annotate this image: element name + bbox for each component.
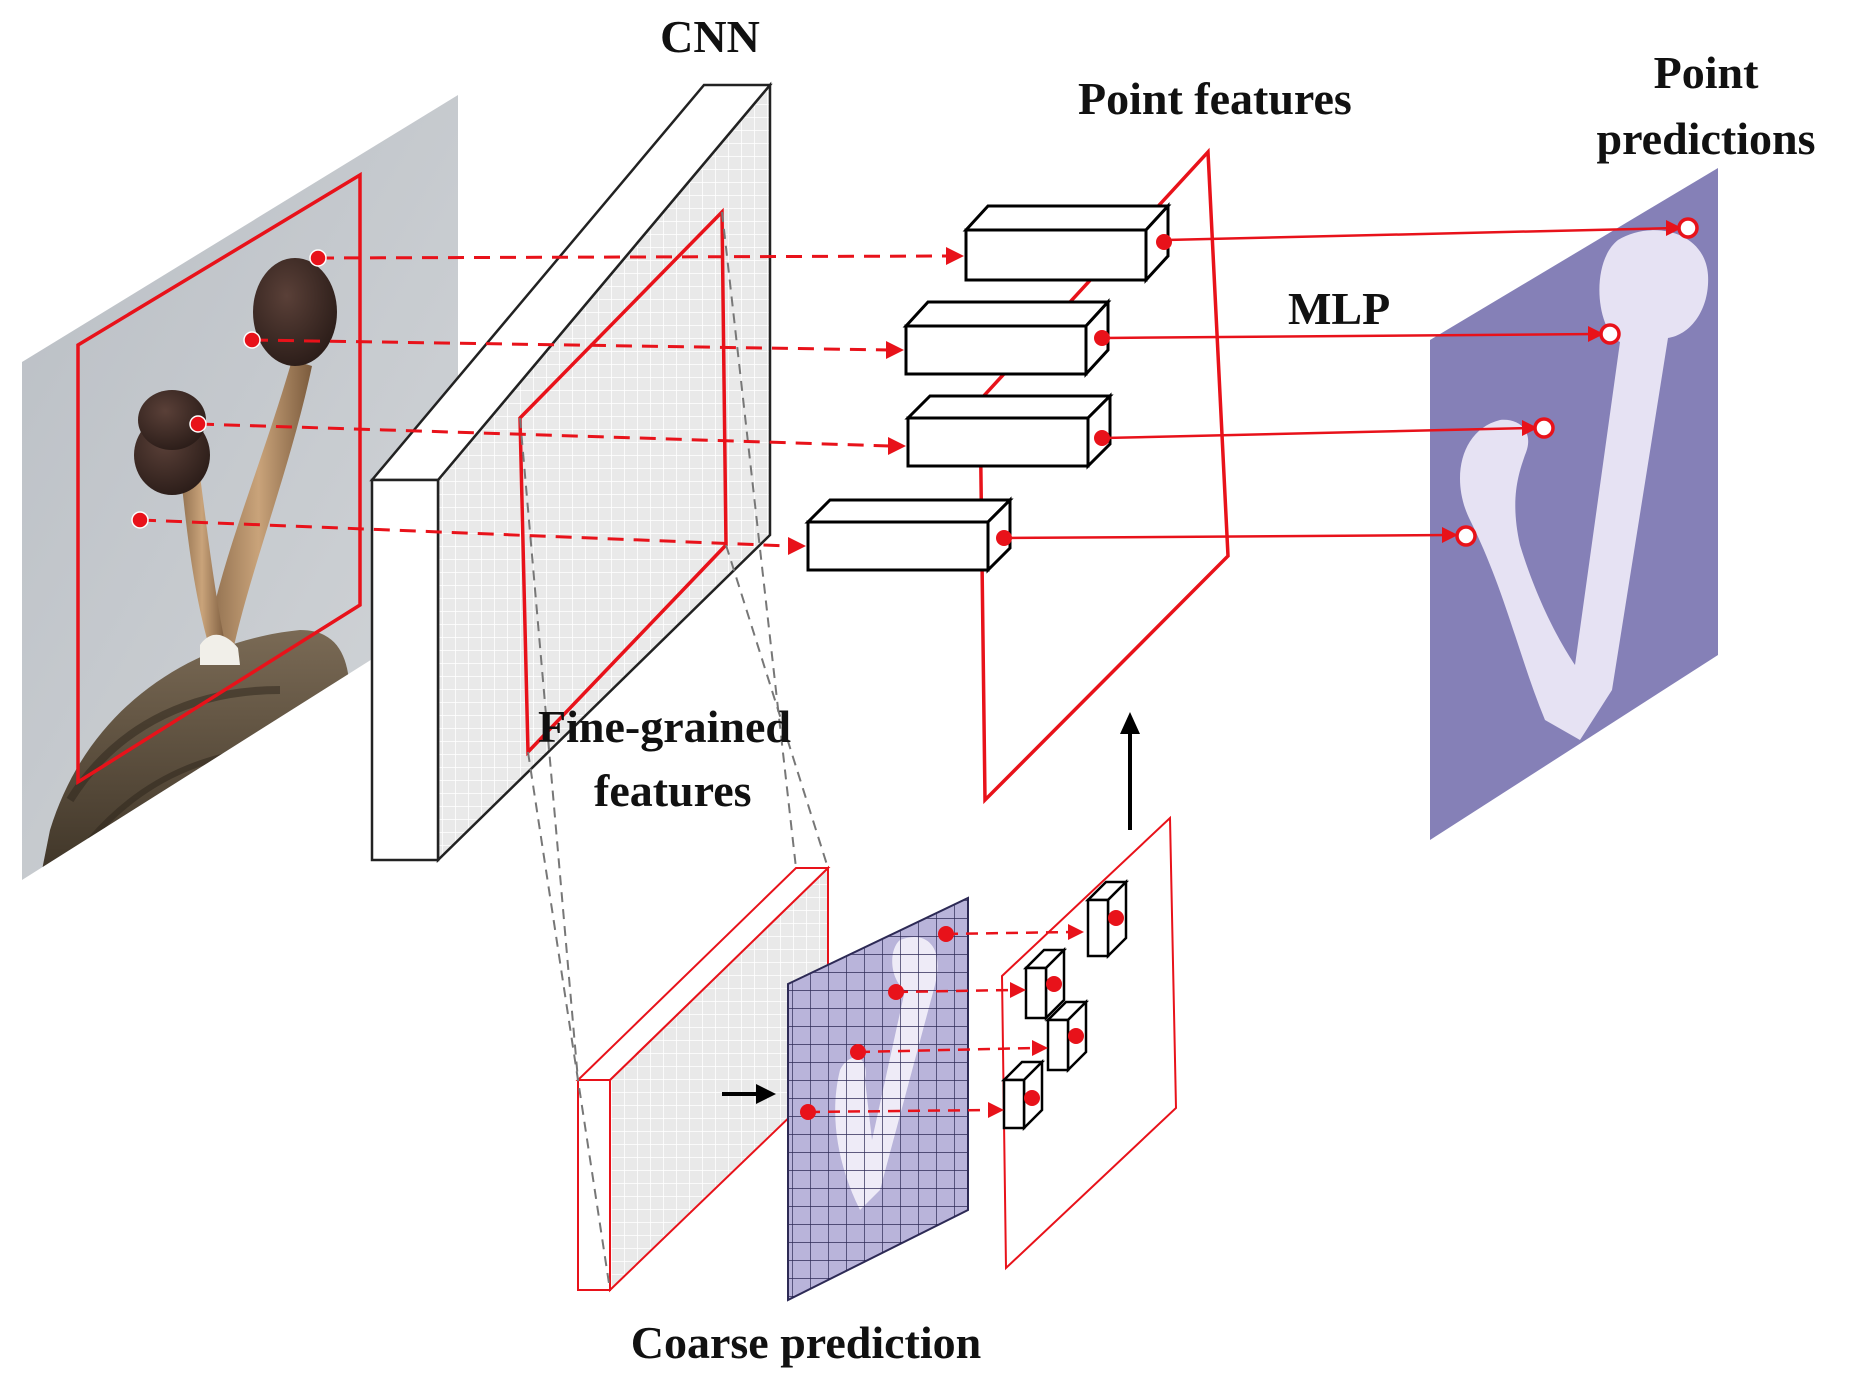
coarse-prediction-panel [787, 896, 969, 1302]
coarse-sample-points [800, 910, 1124, 1120]
fine-grained-label-line1: Fine-grained [538, 701, 791, 752]
feature-box-2 [902, 298, 1112, 378]
flow-arrow-right [722, 1084, 776, 1104]
sampled-point-cubes [1000, 878, 1130, 1132]
photo-region-box [76, 171, 362, 786]
coarse-feature-block [575, 865, 831, 1293]
coarse-mask-shape [788, 898, 968, 1300]
point-predictions-label-line1: Point [1654, 47, 1759, 98]
coarse-sampling-arrows [807, 930, 1071, 1114]
mlp-arrowheads [1442, 220, 1682, 543]
small-cube-4 [1000, 1058, 1046, 1132]
point-prediction-panel [1430, 168, 1718, 840]
feature-box-3 [904, 392, 1114, 470]
coarse-sampling-arrowheads [988, 924, 1084, 1118]
mlp-label: MLP [1288, 283, 1390, 334]
feature-box-4 [804, 496, 1014, 574]
point-features-label: Point features [1078, 73, 1352, 124]
cnn-label: CNN [660, 11, 760, 62]
sampling-arrowheads [788, 247, 964, 555]
mlp-lines [1005, 226, 1677, 540]
point-predictions-label-line2: predictions [1597, 113, 1816, 164]
coarse-prediction-label: Coarse prediction [631, 1317, 982, 1368]
fine-grained-label-line2: features [594, 765, 752, 816]
prediction-mask-shape [1460, 230, 1709, 741]
feature-points [996, 234, 1172, 546]
flow-arrow-up [1120, 712, 1140, 830]
sampled-point-plane [1000, 815, 1178, 1271]
prediction-points [1455, 217, 1699, 547]
sampling-arrows [139, 254, 951, 548]
photo-sample-points [131, 249, 327, 529]
small-cube-1 [1084, 878, 1130, 960]
projection-lines [519, 211, 829, 1291]
feature-box-1 [962, 202, 1172, 284]
point-feature-boxes [804, 202, 1172, 574]
